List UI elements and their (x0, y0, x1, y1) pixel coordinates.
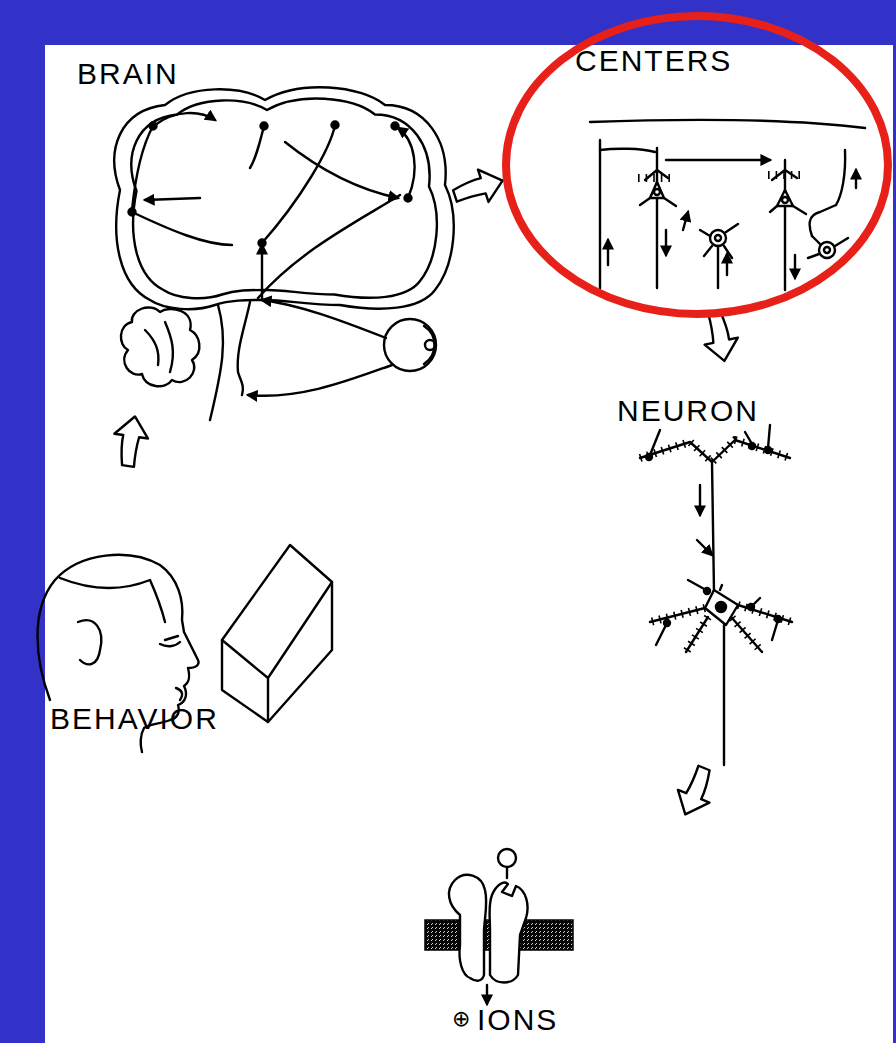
brain-drawing (114, 87, 453, 420)
cortical-circuit-drawing (590, 120, 865, 290)
stage-label: BRAIN (77, 56, 179, 92)
ion-channel-drawing (425, 849, 573, 1004)
stage-label: NEURON (617, 393, 759, 429)
node-heading: CENTERS (575, 43, 732, 79)
region-outline: CENTERS (500, 10, 894, 320)
behavior-drawing (38, 545, 333, 752)
neuron-drawing (640, 425, 792, 765)
charge-symbol: ⊕ (452, 1006, 470, 1032)
stage-label: IONS (477, 1002, 558, 1038)
stage-label: BEHAVIOR (50, 701, 219, 737)
